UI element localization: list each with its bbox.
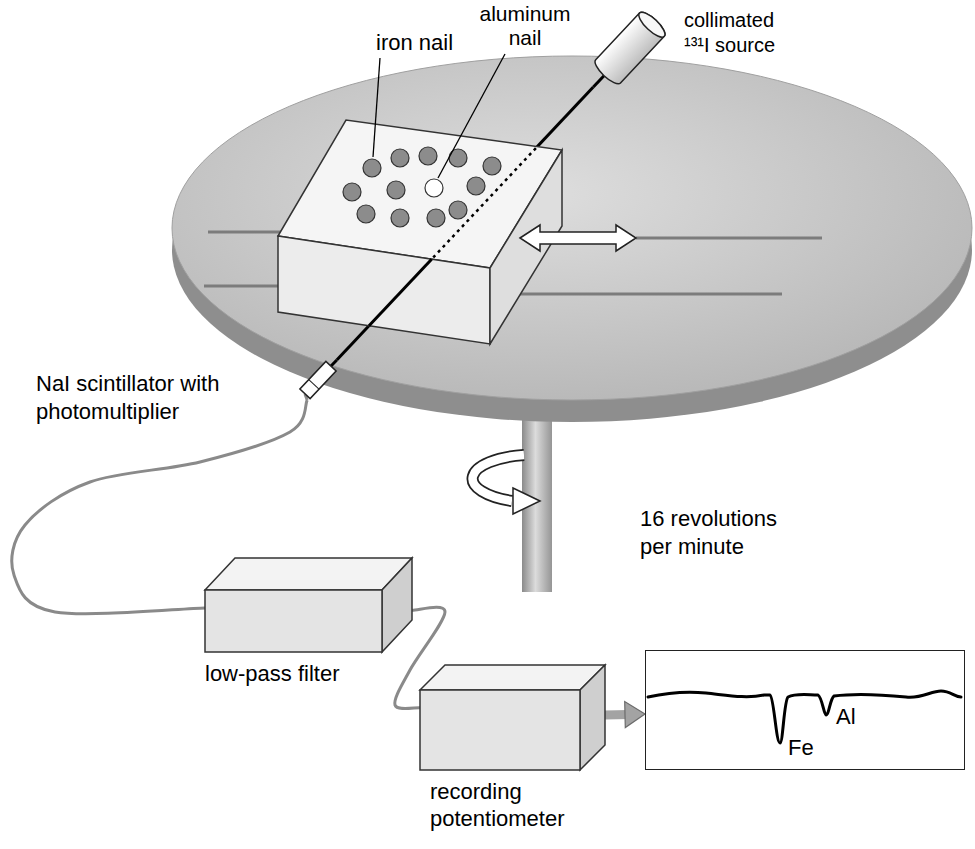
guide-rail xyxy=(204,285,282,288)
potentiometer-box-shape xyxy=(420,665,605,770)
node-label: NaI scintillator with photomultiplier xyxy=(36,370,241,426)
arrowhead xyxy=(625,702,645,728)
translation-arrow xyxy=(520,225,636,251)
text-anchor: Fe xyxy=(788,735,814,761)
text-anchor: Al xyxy=(836,704,856,730)
source-cylinder xyxy=(592,9,668,87)
leader-line xyxy=(373,58,380,157)
hidden-beam xyxy=(432,148,536,259)
scintillator-joint xyxy=(309,380,319,390)
chart-recording: Fe Al xyxy=(645,650,965,770)
output-arrow xyxy=(605,702,645,728)
scintillator-detector: NaI scintillator with photomultiplier xyxy=(298,360,338,400)
block-front-face xyxy=(278,236,490,344)
iron-nail xyxy=(449,201,467,219)
beam-stub xyxy=(331,360,337,366)
radiation-source: collimated ¹³¹I source xyxy=(592,9,668,87)
box-side xyxy=(382,558,412,652)
part-label: iron nail xyxy=(376,30,453,56)
text-anchor: aluminum nail xyxy=(466,2,584,50)
node-label: Fe xyxy=(788,735,814,761)
text-anchor: recording potentiometer xyxy=(430,778,580,832)
node-label: low-pass filter xyxy=(205,660,339,688)
node-label: recording potentiometer xyxy=(430,778,580,832)
box-front xyxy=(205,590,382,652)
turntable-top xyxy=(172,56,972,400)
iron-nail xyxy=(357,205,375,223)
low-pass-filter-box: low-pass filter xyxy=(205,558,412,652)
box-side xyxy=(580,665,605,770)
text-anchor: low-pass filter xyxy=(205,660,339,688)
speed-label: 16 revolutions per minute xyxy=(640,505,800,561)
node-label: collimated ¹³¹I source xyxy=(684,8,804,58)
potentiometer-box: recording potentiometer xyxy=(420,665,605,770)
guide-rail xyxy=(636,237,822,240)
scintillator-body xyxy=(300,361,336,398)
iron-nail xyxy=(467,177,485,195)
text-anchor: NaI scintillator with photomultiplier xyxy=(36,370,241,426)
aluminum-nail xyxy=(425,179,443,197)
box-top xyxy=(205,558,412,590)
block-side-face xyxy=(490,150,562,344)
nail-group xyxy=(343,147,501,227)
node-label: Al xyxy=(836,704,856,730)
beam-stub xyxy=(593,76,604,87)
cylinder-end xyxy=(635,9,668,41)
guide-rail xyxy=(490,293,782,296)
iron-nail xyxy=(419,147,437,165)
iron-nail xyxy=(427,209,445,227)
iron-nail xyxy=(391,149,409,167)
cylinder-body xyxy=(592,9,669,88)
text-anchor: 16 revolutions per minute xyxy=(640,505,800,561)
part-label: aluminum nail xyxy=(466,2,584,50)
text-anchor: collimated ¹³¹I source xyxy=(684,8,804,58)
iron-nail xyxy=(363,159,381,177)
rotation-arrowhead xyxy=(513,488,540,514)
iron-nail xyxy=(483,157,501,175)
iron-nail xyxy=(343,183,361,201)
filter-box-shape xyxy=(205,558,412,652)
text-anchor: iron nail xyxy=(376,30,453,56)
leader-line xyxy=(438,54,505,178)
beam-on-face xyxy=(369,259,432,326)
iron-nail xyxy=(391,209,409,227)
box-top xyxy=(420,665,605,690)
guide-rail xyxy=(208,231,282,234)
scintillator-symbol xyxy=(298,360,338,400)
iron-nail xyxy=(387,181,405,199)
box-front xyxy=(420,690,580,770)
